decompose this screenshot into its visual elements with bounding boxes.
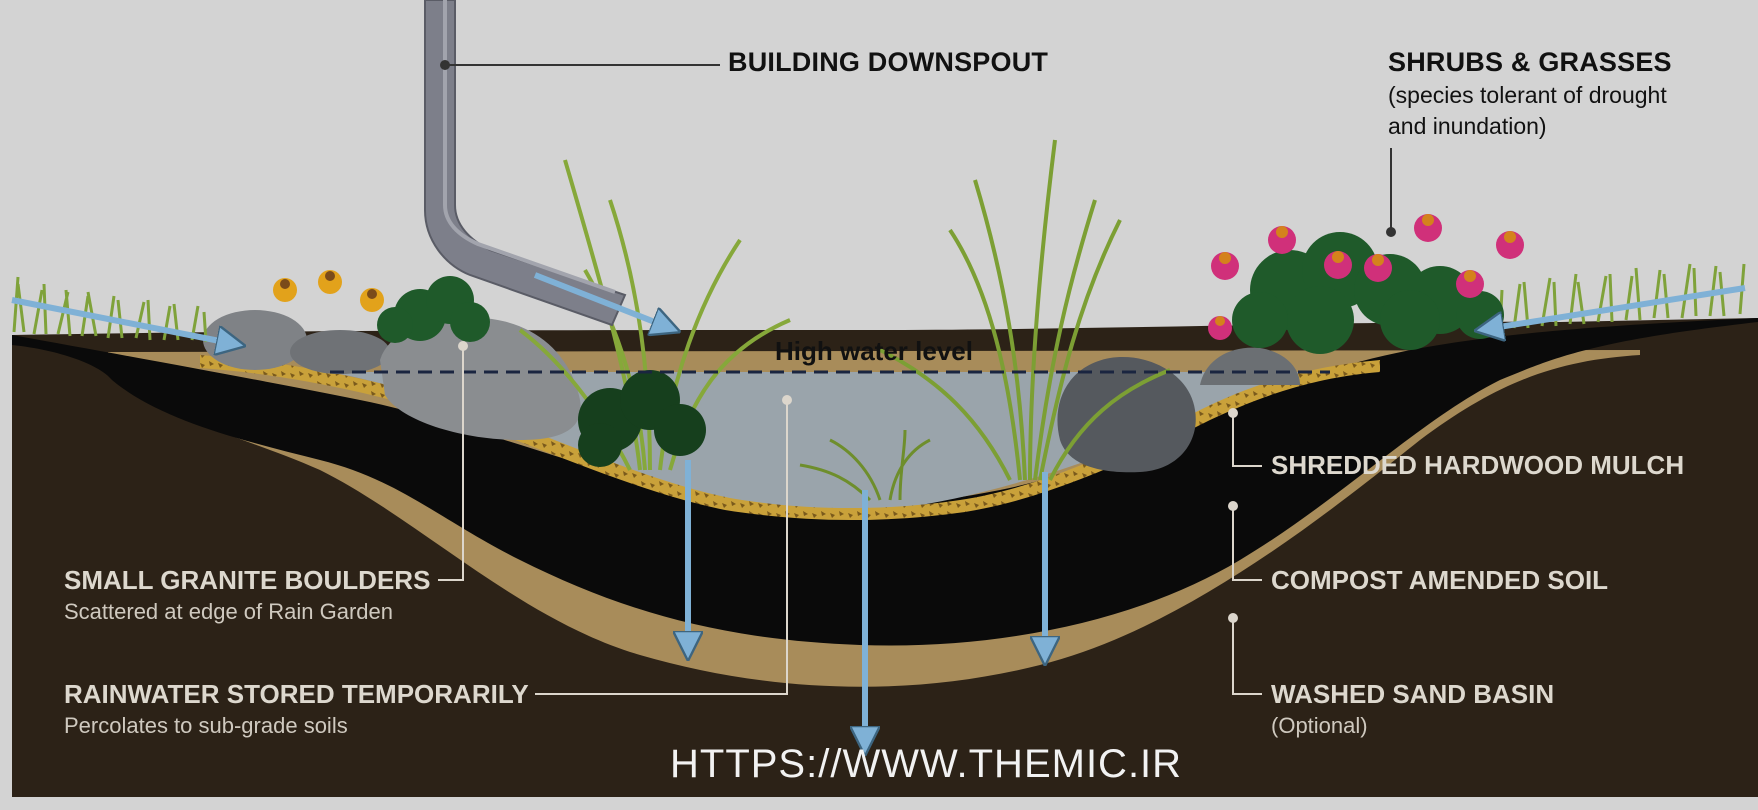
ornamental-grass-center xyxy=(879,139,1171,481)
downspout-highlight xyxy=(443,0,616,294)
label-granite-boulders: SMALL GRANITE BOULDERS xyxy=(64,565,431,595)
small-grass-pool xyxy=(799,429,931,502)
watermark-url: HTTPS://WWW.THEMIC.IR xyxy=(670,742,1183,786)
label-high-water-level: High water level xyxy=(775,336,973,366)
compost-amended-soil xyxy=(12,318,1758,646)
yellow-flowers xyxy=(273,270,384,312)
label-shrubs-sub-2: and inundation) xyxy=(1388,113,1547,139)
leader-lines xyxy=(438,60,1396,695)
pink-coneflowers xyxy=(1208,214,1524,340)
label-shredded-mulch: SHREDDED HARDWOOD MULCH xyxy=(1271,450,1685,480)
label-granite-boulders-sub: Scattered at edge of Rain Garden xyxy=(64,599,393,624)
runoff-arrow-right xyxy=(1480,285,1746,330)
shrub-left xyxy=(377,276,490,343)
label-washed-sand-sub: (Optional) xyxy=(1271,713,1368,738)
label-rainwater-stored: RAINWATER STORED TEMPORARILY xyxy=(64,679,529,709)
label-washed-sand: WASHED SAND BASIN xyxy=(1271,679,1555,709)
granite-boulders xyxy=(203,310,1300,473)
label-shrubs-sub-1: (species tolerant of drought xyxy=(1388,82,1667,108)
label-compost-soil: COMPOST AMENDED SOIL xyxy=(1271,565,1609,595)
label-building-downspout: BUILDING DOWNSPOUT xyxy=(728,47,1049,77)
runoff-arrow-left xyxy=(11,297,240,345)
shrub-center xyxy=(578,370,706,467)
label-shrubs-grasses: SHRUBS & GRASSES xyxy=(1388,47,1672,77)
flow-arrows xyxy=(11,272,1746,750)
label-rainwater-sub: Percolates to sub-grade soils xyxy=(64,713,348,738)
runoff-arrow-downspout xyxy=(533,272,675,330)
